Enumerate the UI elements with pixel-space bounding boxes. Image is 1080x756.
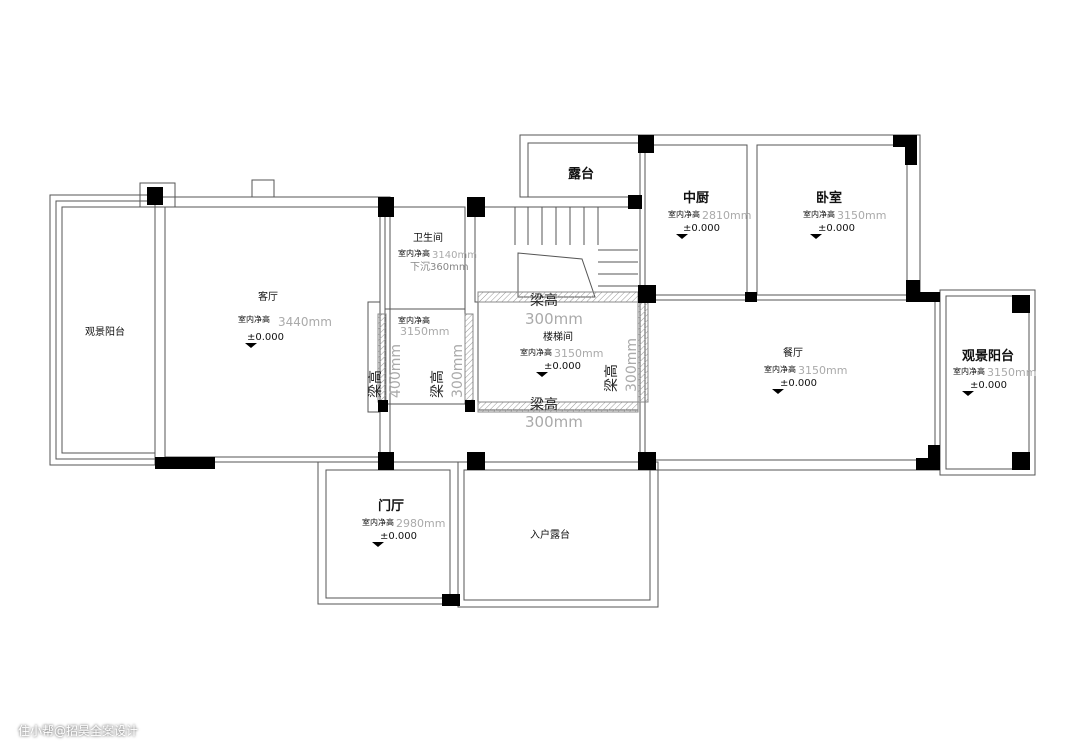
svg-text:300mm: 300mm — [450, 344, 466, 398]
watermark: 住小帮@招昊全案设计 — [18, 724, 139, 738]
level-marker-icon — [676, 234, 688, 239]
svg-text:梁高: 梁高 — [530, 292, 558, 309]
svg-text:3150mm: 3150mm — [554, 347, 603, 360]
svg-text:室内净高: 室内净高 — [803, 209, 835, 219]
clear-height: 3440mm — [278, 315, 332, 329]
level-marker-icon — [810, 234, 822, 239]
svg-text:3150mm: 3150mm — [837, 209, 886, 222]
svg-text:室内净高: 室内净高 — [953, 366, 985, 376]
svg-text:卧室: 卧室 — [816, 190, 842, 206]
svg-text:2980mm: 2980mm — [396, 517, 445, 530]
svg-text:300mm: 300mm — [525, 310, 583, 328]
room-bathroom: 卫生间 室内净高 3140mm 下沉360mm — [398, 231, 477, 273]
room-name: 客厅 — [258, 290, 278, 303]
columns — [147, 135, 1030, 606]
level-marker-icon — [536, 372, 548, 377]
beams — [377, 291, 649, 413]
level-marker-icon — [372, 542, 384, 547]
svg-text:梁高: 梁高 — [429, 370, 446, 398]
svg-text:室内净高: 室内净高 — [764, 364, 796, 374]
svg-text:300mm: 300mm — [525, 413, 583, 431]
room-bedroom: 卧室 室内净高 3150mm ±0.000 — [803, 190, 886, 239]
svg-text:2810mm: 2810mm — [702, 209, 751, 222]
level-marker-icon — [962, 391, 974, 396]
beam-labels: 梁高 300mm 梁高 300mm 梁高 300mm 梁高 400mm 梁高 3… — [367, 292, 640, 431]
svg-text:±0.000: ±0.000 — [380, 531, 417, 542]
svg-text:室内净高: 室内净高 — [398, 248, 430, 258]
svg-text:400mm: 400mm — [388, 344, 404, 398]
room-kitchen: 中厨 室内净高 2810mm ±0.000 — [668, 190, 751, 239]
svg-text:卫生间: 卫生间 — [413, 231, 443, 244]
svg-text:±0.000: ±0.000 — [544, 361, 581, 372]
svg-text:室内净高: 室内净高 — [520, 347, 552, 357]
svg-text:门厅: 门厅 — [378, 498, 404, 514]
svg-text:中厨: 中厨 — [683, 190, 709, 206]
svg-text:梁高: 梁高 — [603, 364, 620, 392]
svg-text:楼梯间: 楼梯间 — [543, 330, 573, 343]
room-living: 客厅 室内净高 3440mm ±0.000 — [238, 290, 332, 348]
level-mark: ±0.000 — [247, 332, 284, 343]
room-small: 室内净高 3150mm — [398, 315, 449, 338]
room-view-balcony-right: 观景阳台 室内净高 3150mm ±0.000 — [953, 348, 1036, 396]
room-dining: 餐厅 室内净高 3150mm ±0.000 — [764, 346, 847, 394]
room-view-balcony-left: 观景阳台 — [85, 325, 125, 338]
svg-text:3150mm: 3150mm — [987, 366, 1036, 379]
svg-text:室内净高: 室内净高 — [238, 314, 270, 324]
svg-text:±0.000: ±0.000 — [818, 223, 855, 234]
svg-text:±0.000: ±0.000 — [970, 380, 1007, 391]
room-foyer: 门厅 室内净高 2980mm ±0.000 — [362, 498, 445, 547]
svg-text:室内净高: 室内净高 — [362, 517, 394, 527]
svg-text:下沉360mm: 下沉360mm — [410, 260, 469, 273]
stair-treads — [514, 207, 638, 298]
svg-text:室内净高: 室内净高 — [398, 315, 430, 325]
svg-text:观景阳台: 观景阳台 — [962, 348, 1014, 364]
svg-text:室内净高: 室内净高 — [668, 209, 700, 219]
svg-text:餐厅: 餐厅 — [783, 346, 803, 359]
svg-text:±0.000: ±0.000 — [683, 223, 720, 234]
room-entry-terrace: 入户露台 — [530, 528, 570, 541]
svg-text:3150mm: 3150mm — [798, 364, 847, 377]
svg-text:3140mm: 3140mm — [432, 250, 477, 261]
svg-text:±0.000: ±0.000 — [780, 378, 817, 389]
level-marker-icon — [245, 343, 257, 348]
room-stair: 楼梯间 室内净高 3150mm ±0.000 — [520, 330, 603, 377]
level-marker-icon — [772, 389, 784, 394]
svg-text:梁高: 梁高 — [367, 370, 384, 398]
room-terrace: 露台 — [568, 166, 594, 182]
svg-text:3150mm: 3150mm — [400, 325, 449, 338]
svg-text:梁高: 梁高 — [530, 396, 558, 413]
svg-text:300mm: 300mm — [624, 338, 640, 392]
